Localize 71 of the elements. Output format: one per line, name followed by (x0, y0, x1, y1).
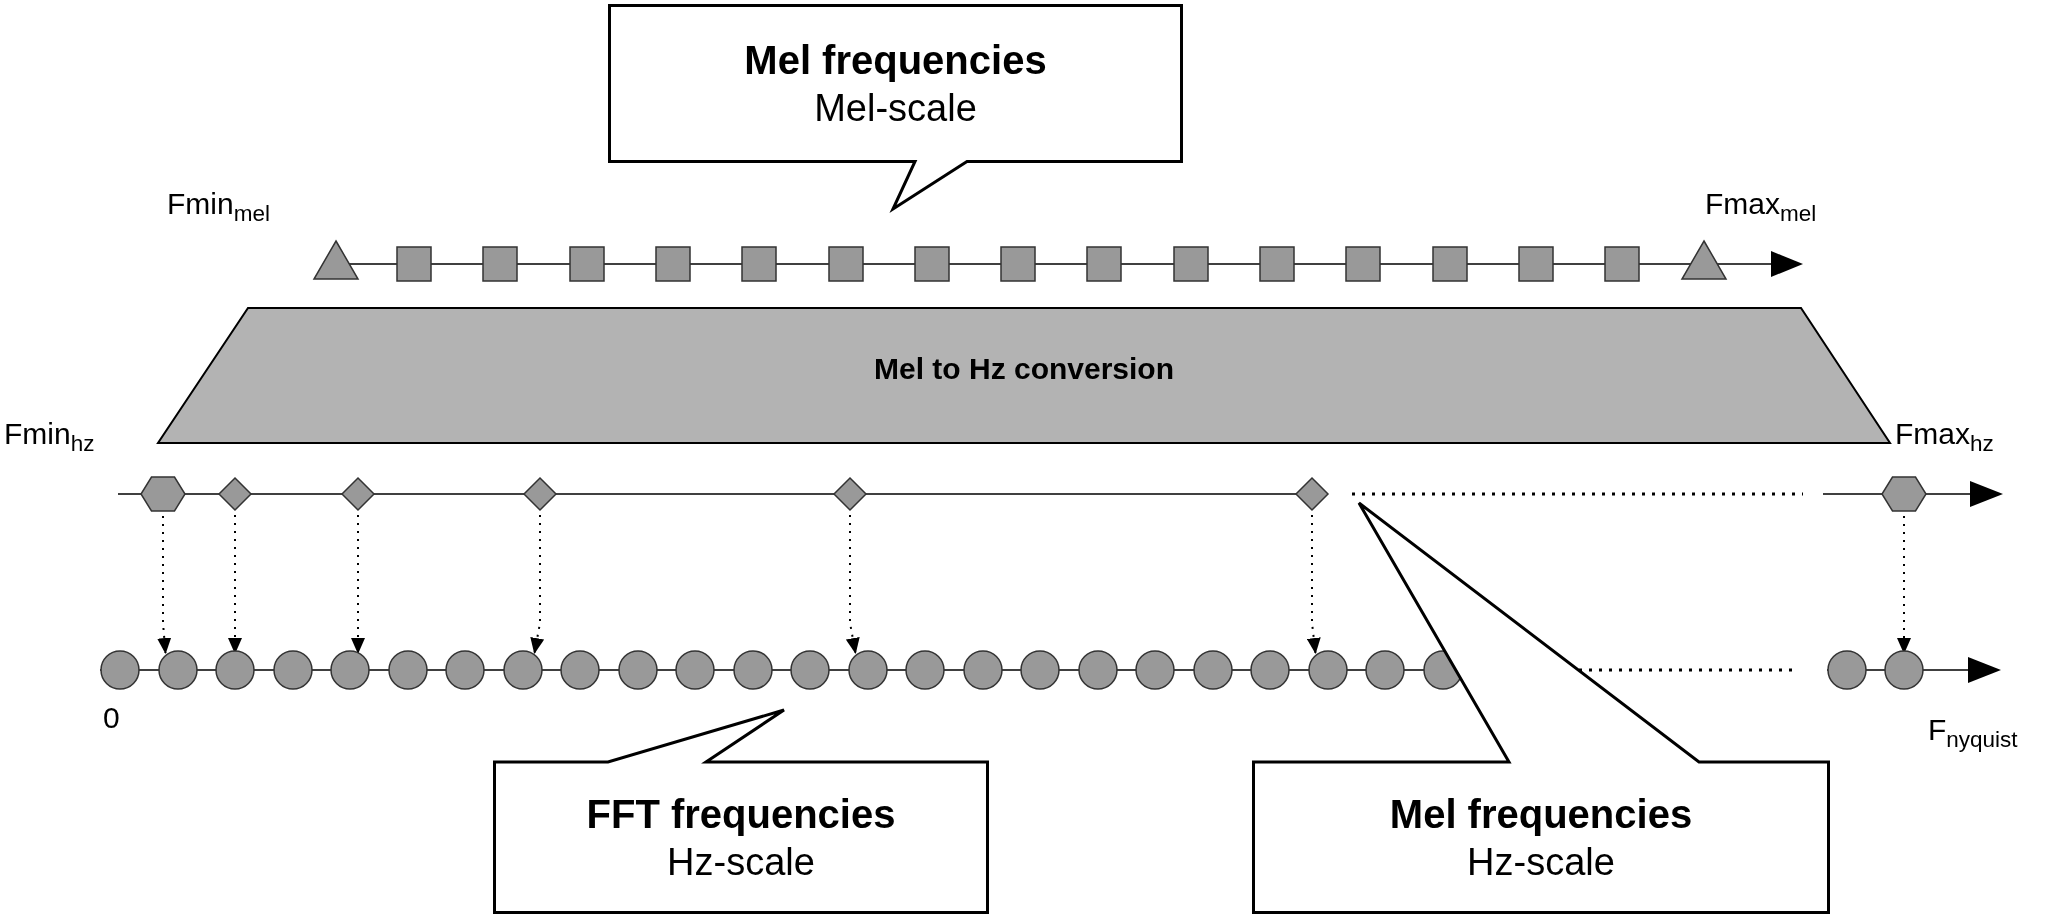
circle-marker (157, 650, 198, 690)
circle-marker (272, 650, 313, 690)
axis-label: Fmin$_{hz}$ (4, 416, 95, 457)
hexagon-marker (140, 476, 186, 512)
circle-marker (905, 650, 945, 690)
circle-marker (962, 650, 1003, 690)
square-marker (396, 246, 432, 282)
circle-marker (1250, 650, 1290, 690)
dotted-arrow (1306, 514, 1321, 654)
square-marker (1172, 246, 1209, 282)
triangle-marker (1681, 240, 1727, 280)
circle-marker (847, 650, 888, 690)
hexagon-marker (1881, 476, 1927, 512)
circle-marker (1077, 650, 1118, 690)
dotted-arrow (351, 514, 365, 654)
heading-text: FFT frequencies (586, 791, 896, 837)
circle-marker (1884, 650, 1924, 690)
square-marker (1604, 246, 1641, 282)
axis-label: Fmax$_{hz}$ (1895, 416, 1994, 457)
square-marker (913, 246, 950, 282)
subheading-text: Mel-scale (814, 86, 977, 130)
axis-label: F$_{nyquist}$ (1928, 712, 2018, 753)
diamond-marker (218, 477, 252, 511)
dotted-arrow (845, 514, 860, 654)
circle-marker (215, 650, 255, 690)
circle-marker (445, 650, 485, 690)
conversion-trapezoid (157, 307, 1891, 444)
square-marker (1086, 246, 1123, 282)
circle-marker (560, 650, 600, 690)
subheading-text: Hz-scale (1467, 840, 1615, 884)
square-marker (654, 246, 691, 282)
circle-marker (1020, 650, 1060, 690)
square-marker (1259, 246, 1295, 282)
circle-marker (732, 650, 773, 690)
diamond-marker (523, 477, 557, 511)
axis-label: 0 (103, 700, 120, 736)
circle-marker (1135, 650, 1175, 690)
circle-marker (1307, 650, 1348, 690)
circle-marker (1827, 650, 1867, 690)
heading-text: Mel frequencies (744, 37, 1047, 83)
circle-marker (387, 650, 428, 690)
axis-label: Fmin$_{mel}$ (167, 186, 270, 227)
circle-marker (100, 650, 140, 690)
axis-label: Fmax$_{mel}$ (1705, 186, 1817, 227)
dotted-arrow (530, 514, 545, 654)
square-marker (568, 246, 605, 282)
circle-marker (330, 650, 370, 690)
square-marker (741, 246, 778, 282)
square-marker (1431, 246, 1468, 282)
callout-box (1252, 500, 1830, 914)
circle-marker (675, 650, 715, 690)
heading-text: Mel to Hz conversion (873, 351, 1174, 386)
subheading-text: Hz-scale (667, 840, 815, 884)
circle-marker (617, 650, 658, 690)
diamond-marker (833, 477, 867, 511)
heading-text: Mel frequencies (1389, 791, 1693, 837)
diamond-marker (341, 477, 375, 511)
square-marker (1345, 246, 1382, 282)
triangle-marker (313, 240, 359, 280)
square-marker (1517, 246, 1554, 282)
square-marker (482, 246, 519, 282)
circle-marker (502, 650, 543, 690)
circle-marker (1365, 650, 1405, 690)
dotted-arrow (157, 515, 172, 654)
square-marker (827, 246, 864, 282)
square-marker (1000, 246, 1037, 282)
callout-box (493, 708, 989, 914)
circle-marker (1192, 650, 1233, 690)
callout-box (608, 4, 1183, 212)
diamond-marker (1295, 477, 1329, 511)
circle-marker (790, 650, 830, 690)
